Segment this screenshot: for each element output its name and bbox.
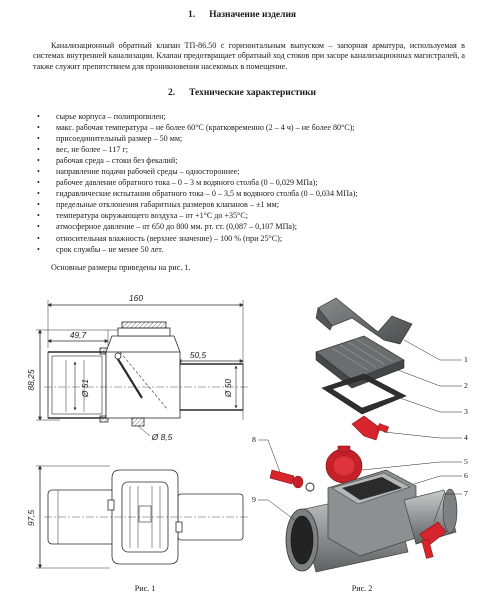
figure2-caption: Рис. 2 <box>352 584 373 593</box>
callout-2: 2 <box>464 381 468 390</box>
section-number: 2. <box>167 88 176 98</box>
spec-item: относительная влажность (верхнее значени… <box>37 233 358 244</box>
callout-3: 3 <box>464 407 468 416</box>
dimensions-intro: Основные размеры приведены на рис. 1. <box>51 263 191 272</box>
figure1-top-view <box>36 465 248 569</box>
section-title: Назначение изделия <box>209 10 297 20</box>
spec-item: предельные отклонения габаритных размеро… <box>37 199 358 210</box>
callout-4: 4 <box>464 433 468 442</box>
spec-item: рабочее давление обратного тока – 0 – 3 … <box>37 177 358 188</box>
bolt-right <box>419 521 447 559</box>
callout-6: 6 <box>464 471 468 480</box>
screw-left <box>269 469 315 492</box>
spec-item: гидравлические испытания обратного тока … <box>37 188 358 199</box>
spec-item: вес, не более – 117 г; <box>37 144 358 155</box>
callout-1: 1 <box>464 355 468 364</box>
callout-7: 7 <box>464 489 468 498</box>
dim-inner-diameter: Ø 51 <box>80 379 90 398</box>
dim-width: 97,5 <box>26 510 36 527</box>
spec-item: температура окружающего воздуха – от +1°… <box>37 210 358 221</box>
purpose-text: Канализационный обратный клапан ТП-86.50… <box>33 41 465 71</box>
callout-5: 5 <box>464 457 468 466</box>
dim-height: 88,25 <box>26 369 36 390</box>
dim-inlet-length: 50,5 <box>190 350 207 360</box>
figure1-side-section <box>36 300 248 437</box>
specs-list: сырье корпуса – полипропилен; макс. рабо… <box>37 111 358 255</box>
valve-cover <box>315 335 405 389</box>
section-title: Технические характеристики <box>189 88 317 98</box>
spec-item: сырье корпуса – полипропилен; <box>37 111 358 122</box>
spec-item: макс. рабочая температура – не более 60°… <box>37 122 358 133</box>
dim-offset: 49,7 <box>70 330 87 340</box>
dim-outer-diameter: Ø 50 <box>223 379 233 398</box>
section-heading-2: 2. Технические характеристики <box>0 88 484 98</box>
callout-9: 9 <box>252 495 256 504</box>
section-number: 1. <box>187 10 196 20</box>
section-heading-1: 1. Назначение изделия <box>0 10 484 20</box>
check-flap <box>325 445 363 484</box>
clamp-bracket <box>315 297 413 345</box>
gasket <box>321 373 407 415</box>
spec-item: рабочая среда – стоки без фекалий; <box>37 155 358 166</box>
spec-item: направление подачи рабочей среды – однос… <box>37 166 358 177</box>
callout-8: 8 <box>252 435 256 444</box>
figure2-exploded-view <box>258 297 462 573</box>
spec-item: присоединительный размер – 50 мм; <box>37 133 358 144</box>
dim-length: 160 <box>129 293 143 303</box>
figure1-caption: Рис. 1 <box>135 584 156 593</box>
spec-item: срок службы – не менее 50 лет. <box>37 244 358 255</box>
valve-body <box>285 469 458 573</box>
spec-item: атмосферное давление – от 650 до 800 мм.… <box>37 221 358 232</box>
purpose-paragraph: Канализационный обратный клапан ТП-86.50… <box>33 41 465 72</box>
latch <box>351 415 390 441</box>
dim-bolt: Ø 8,5 <box>151 432 173 442</box>
